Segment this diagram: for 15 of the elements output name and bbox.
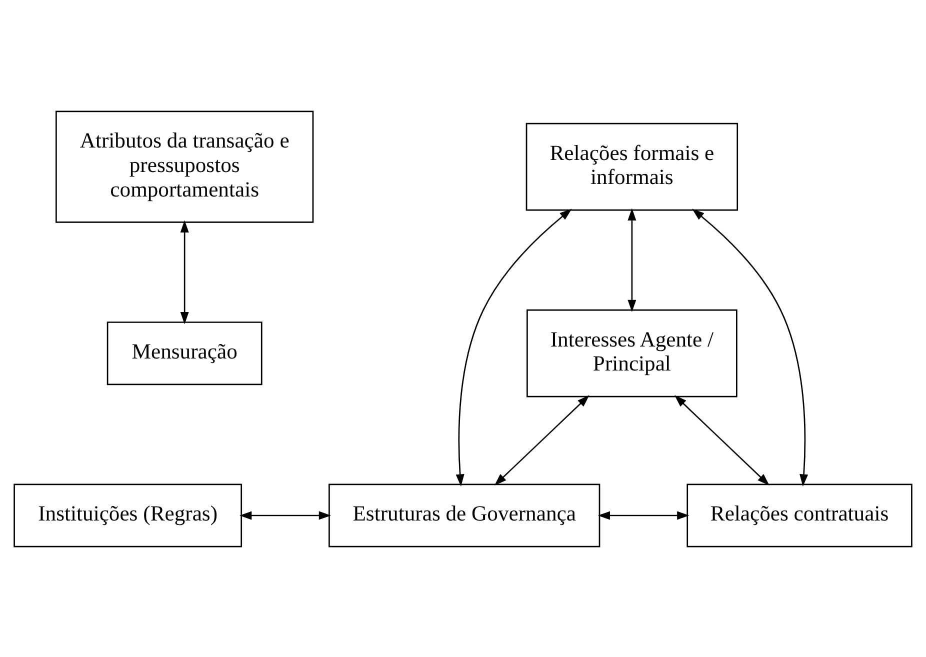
- node-box: Interesses Agente / Principal: [526, 308, 738, 397]
- arrow: [456, 208, 572, 486]
- node-box: Atributos da transação e pressupostos comportamentais: [56, 110, 314, 222]
- node-box: Mensuração: [106, 321, 262, 385]
- arrow: [674, 394, 770, 486]
- arrow: [598, 510, 690, 520]
- arrow: [628, 208, 636, 312]
- node-box: Relações formais e informais: [526, 122, 738, 210]
- arrow: [239, 510, 332, 520]
- arrow: [494, 394, 590, 486]
- arrow: [692, 208, 808, 486]
- arrow: [180, 220, 189, 324]
- node-box: Estruturas de Governança: [328, 483, 600, 547]
- node-box: Instituições (Regras): [14, 483, 242, 547]
- node-box: Relações contratuais: [686, 483, 912, 547]
